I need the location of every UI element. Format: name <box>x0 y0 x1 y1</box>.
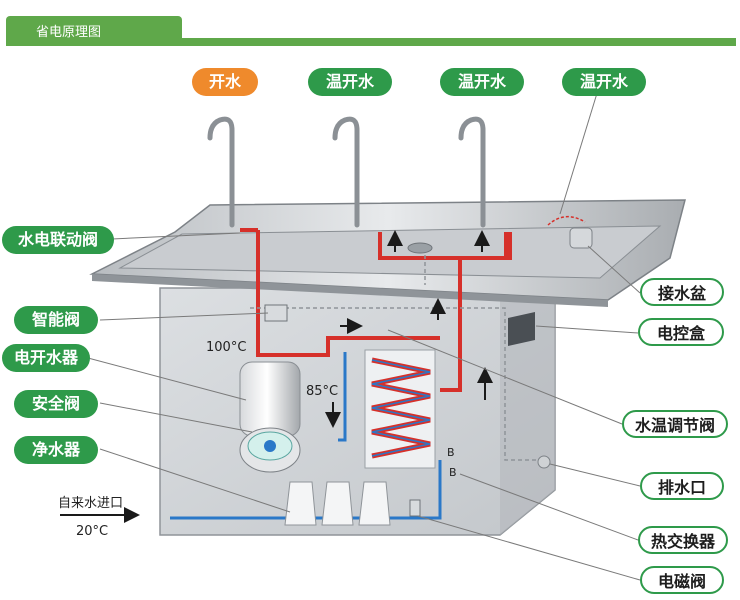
outlet-label-warm-1: 温开水 <box>308 68 392 96</box>
purifier-cartridges <box>284 481 391 526</box>
flow-arrows <box>60 230 493 523</box>
header-bar <box>6 38 736 46</box>
kettle <box>239 361 301 473</box>
drain-outlet <box>537 455 551 469</box>
label-control-box: 电控盒 <box>638 318 724 346</box>
faucet-3 <box>458 116 486 228</box>
label-solenoid-valve: 电磁阀 <box>640 566 724 594</box>
faucet-2 <box>332 116 360 228</box>
label-smart-valve: 智能阀 <box>14 306 98 334</box>
smart-valve <box>264 304 288 322</box>
header-title: 省电原理图 <box>36 25 102 40</box>
inlet-temp: 20°C <box>76 524 109 539</box>
label-safety-valve: 安全阀 <box>14 390 98 418</box>
outlet-label-warm-3: 温开水 <box>562 68 646 96</box>
label-heat-exchanger: 热交换器 <box>638 526 728 554</box>
label-purifier: 净水器 <box>14 436 98 464</box>
cabinet <box>159 287 556 536</box>
leader-lines <box>87 89 641 581</box>
label-temp-valve: 水温调节阀 <box>622 410 728 438</box>
header-tab: 省电原理图 <box>6 16 182 44</box>
label-drain: 排水口 <box>640 472 724 500</box>
label-linked-valve: 水电联动阀 <box>2 226 114 254</box>
drinking-tap <box>547 216 593 249</box>
outlet-label-boiling: 开水 <box>192 68 258 96</box>
outlet-label-warm-2: 温开水 <box>440 68 524 96</box>
exchanger-mark-b2: B <box>449 466 457 479</box>
sink-basin <box>89 199 686 307</box>
faucet-1 <box>207 116 235 228</box>
temp-boil: 100°C <box>206 340 247 355</box>
inlet-label: 自来水进口 <box>58 496 124 511</box>
solenoid-valve <box>409 499 421 517</box>
exchanger-mark-b1: B <box>447 446 455 459</box>
drain-lines <box>250 255 540 461</box>
label-basin: 接水盆 <box>640 278 724 306</box>
control-box <box>508 312 535 346</box>
heat-exchanger <box>364 349 436 469</box>
label-kettle: 电开水器 <box>2 344 90 372</box>
temp-mid: 85°C <box>306 384 339 399</box>
